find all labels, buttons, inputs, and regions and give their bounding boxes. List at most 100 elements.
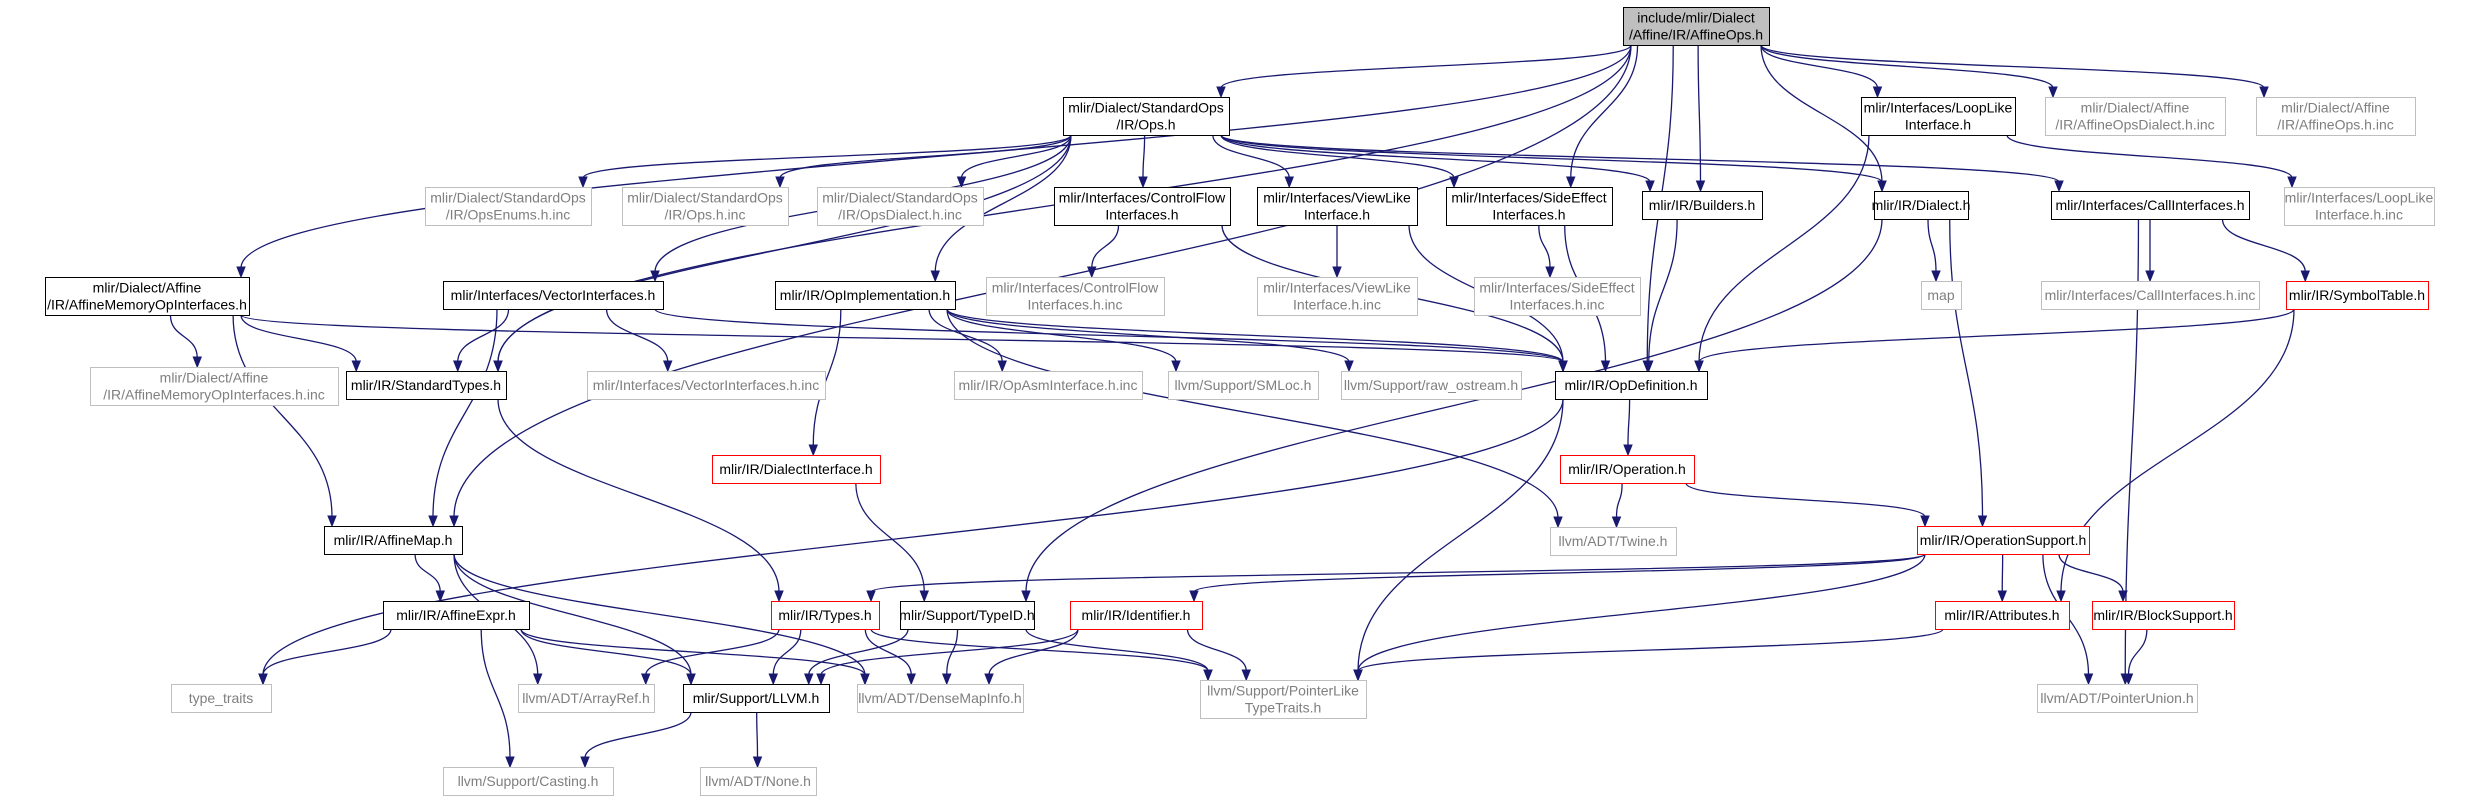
node-attributes[interactable]: mlir/IR/Attributes.h (1935, 601, 2070, 630)
node-raw-ostream: llvm/Support/raw_ostream.h (1341, 371, 1522, 400)
edge-std_ops-to-side_effect (1220, 134, 1459, 189)
edge-std_ops-to-view_like (1212, 134, 1294, 189)
node-dialect-interface[interactable]: mlir/IR/DialectInterface.h (712, 455, 881, 484)
node-box (171, 684, 272, 713)
edge-std_ops-to-ops_dialect_inc (956, 134, 1072, 189)
node-label: llvm/Support/Casting.h (458, 773, 599, 789)
edge-operation-to-operation_support (1685, 482, 1930, 528)
node-label: Interface.h.inc (1293, 297, 1381, 313)
node-pointer-union: llvm/ADT/PointerUnion.h (2037, 684, 2198, 713)
node-label: mlir/IR/OperationSupport.h (1920, 532, 2087, 548)
edge-std_ops-to-standard_types (493, 134, 1072, 373)
node-dialect[interactable]: mlir/IR/Dialect.h (1872, 191, 1971, 220)
node-label: mlir/Interfaces/CallInterfaces.h (2055, 197, 2244, 213)
edge-call_interfaces-to-call_interfaces_inc (2145, 219, 2155, 283)
node-array-ref: llvm/ADT/ArrayRef.h (518, 684, 655, 713)
edge-root-to-side_effect (1566, 44, 1639, 189)
node-label: llvm/Support/PointerLike (1207, 683, 1359, 699)
node-label: llvm/ADT/DenseMapInfo.h (858, 690, 1021, 706)
node-operation-support[interactable]: mlir/IR/OperationSupport.h (1917, 526, 2090, 555)
node-op-impl[interactable]: mlir/IR/OpImplementation.h (775, 281, 956, 310)
edge-affine_map-to-affine_expr (414, 553, 445, 603)
edge-root-to-builders (1695, 44, 1706, 193)
edge-affine_expr-to-llvm_h (520, 628, 696, 686)
edge-vector_interfaces-to-standard_types (453, 308, 510, 373)
node-operation[interactable]: mlir/IR/Operation.h (1560, 455, 1695, 484)
node-affine-mem-op[interactable]: mlir/Dialect/Affine/IR/AffineMemoryOpInt… (45, 277, 250, 316)
node-label: /IR/OpsEnums.h.inc (446, 207, 571, 223)
node-label: mlir/Interfaces/VectorInterfaces.h (451, 287, 656, 303)
node-box (1257, 187, 1418, 226)
node-types[interactable]: mlir/IR/Types.h (771, 601, 880, 630)
node-label: llvm/ADT/Twine.h (1559, 533, 1668, 549)
node-box (1341, 371, 1522, 400)
node-box (1560, 455, 1695, 484)
node-twine: llvm/ADT/Twine.h (1550, 527, 1677, 556)
node-call-interfaces[interactable]: mlir/Interfaces/CallInterfaces.h (2051, 191, 2250, 220)
node-builders[interactable]: mlir/IR/Builders.h (1642, 191, 1763, 220)
edge-loop_like-to-loop_like_inc (2006, 134, 2297, 189)
edge-side_effect-to-side_effect_inc (1538, 224, 1555, 279)
node-identifier[interactable]: mlir/IR/Identifier.h (1070, 601, 1203, 630)
node-label: /Affine/IR/AffineOps.h (1629, 27, 1763, 43)
node-llvm-h[interactable]: mlir/Support/LLVM.h (683, 684, 830, 713)
node-block-support[interactable]: mlir/IR/BlockSupport.h (2092, 601, 2235, 630)
edge-op_impl-to-op_definition (946, 308, 1568, 373)
edge-root-to-loop_like (1760, 44, 1883, 99)
edge-vector_interfaces-to-op_definition (654, 308, 1568, 373)
node-smloc: llvm/Support/SMLoc.h (1168, 371, 1319, 400)
node-side-effect-inc: mlir/Interfaces/SideEffectInterfaces.h.i… (1474, 277, 1641, 316)
node-box (1861, 97, 2016, 136)
node-box (1874, 191, 1969, 220)
node-label: Interface.h (1905, 117, 1971, 133)
edge-symbol_table-to-op_definition (1694, 308, 2295, 373)
node-symbol-table[interactable]: mlir/IR/SymbolTable.h (2286, 281, 2429, 310)
node-box (2037, 684, 2198, 713)
node-box (2041, 281, 2260, 310)
edge-affine_expr-to-casting (480, 628, 515, 769)
edge-types-to-llvm_h (768, 628, 802, 686)
node-label: mlir/IR/Operation.h (1568, 461, 1685, 477)
edge-operation_support-to-attributes (1997, 553, 2007, 603)
node-label: Interfaces.h.inc (1510, 297, 1605, 313)
edge-type_id-to-dense_map_info (942, 628, 959, 686)
node-affine-ops-dialect-inc: mlir/Dialect/Affine/IR/AffineOpsDialect.… (2045, 97, 2226, 136)
node-affine-ops-inc: mlir/Dialect/Affine/IR/AffineOps.h.inc (2256, 97, 2416, 136)
node-affine-expr[interactable]: mlir/IR/AffineExpr.h (383, 601, 530, 630)
node-box (518, 684, 655, 713)
node-label: mlir/Interfaces/VectorInterfaces.h.inc (593, 377, 819, 393)
node-box (2092, 601, 2235, 630)
edge-control_flow-to-control_flow_inc (1087, 224, 1120, 279)
edge-types-to-array_ref (641, 628, 780, 686)
edge-type_id-to-pointer_like (1025, 628, 1213, 682)
edge-dialect_interface-to-type_id (855, 482, 929, 603)
edge-llvm_h-to-none (752, 711, 763, 769)
node-affine-map[interactable]: mlir/IR/AffineMap.h (324, 526, 463, 555)
node-op-definition[interactable]: mlir/IR/OpDefinition.h (1555, 371, 1708, 400)
node-std-ops[interactable]: mlir/Dialect/StandardOps/IR/Ops.h (1063, 97, 1230, 136)
edge-root-to-affine_mem_op (236, 44, 1632, 279)
node-box (954, 371, 1143, 400)
edge-type_id-to-llvm_h (804, 628, 909, 686)
node-control-flow-inc: mlir/Interfaces/ControlFlowInterfaces.h.… (986, 277, 1165, 316)
node-root: include/mlir/Dialect/Affine/IR/AffineOps… (1623, 7, 1770, 46)
node-label: mlir/Dialect/Affine (93, 280, 202, 296)
edge-root-to-affine_ops_inc (1760, 44, 2269, 99)
edge-operation_support-to-types (866, 553, 1926, 603)
node-affine-mem-op-inc: mlir/Dialect/Affine/IR/AffineMemoryOpInt… (90, 367, 339, 406)
node-label: llvm/Support/SMLoc.h (1175, 377, 1312, 393)
node-op-asm-inc: mlir/IR/OpAsmInterface.h.inc (954, 371, 1143, 400)
edge-identifier-to-pointer_like (1186, 628, 1251, 682)
node-standard-types[interactable]: mlir/IR/StandardTypes.h (346, 371, 507, 400)
node-label: mlir/Interfaces/ControlFlow (992, 280, 1159, 296)
node-type-id[interactable]: mlir/Support/TypeID.h (899, 601, 1035, 630)
node-label: mlir/IR/AffineMap.h (334, 532, 453, 548)
node-vector-interfaces[interactable]: mlir/Interfaces/VectorInterfaces.h (443, 281, 664, 310)
